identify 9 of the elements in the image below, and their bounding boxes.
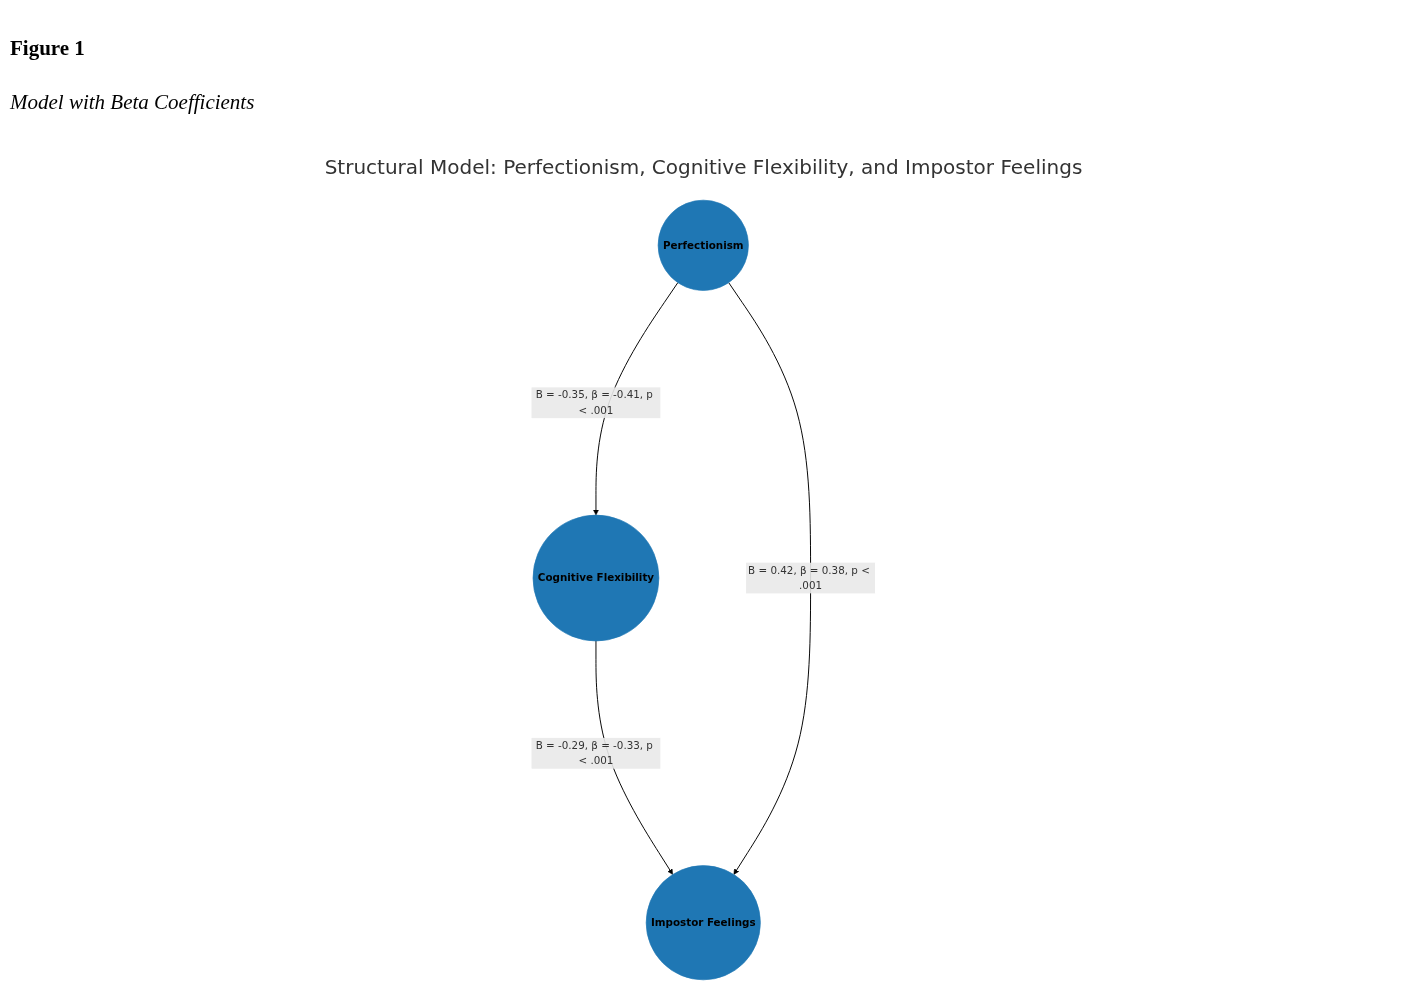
node-circle: Perfectionism xyxy=(658,199,749,291)
chart-title: Structural Model: Perfectionism, Cognitive Flexibility, and Impostor Feelings xyxy=(323,155,1084,179)
figure-subtitle: Model with Beta Coefficients xyxy=(10,90,255,115)
edge-label: B = 0.42, β = 0.38, p < .001 xyxy=(748,563,871,592)
node-circle: Impostor Feelings xyxy=(646,865,761,981)
node-circle: Cognitive Flexibility xyxy=(532,514,660,642)
figure-number: Figure 1 xyxy=(10,36,85,61)
edge-label: B = -0.29, β = -0.33, p < .001 xyxy=(535,739,654,767)
edge-label: B = -0.35, β = -0.41, p < .001 xyxy=(535,388,654,417)
